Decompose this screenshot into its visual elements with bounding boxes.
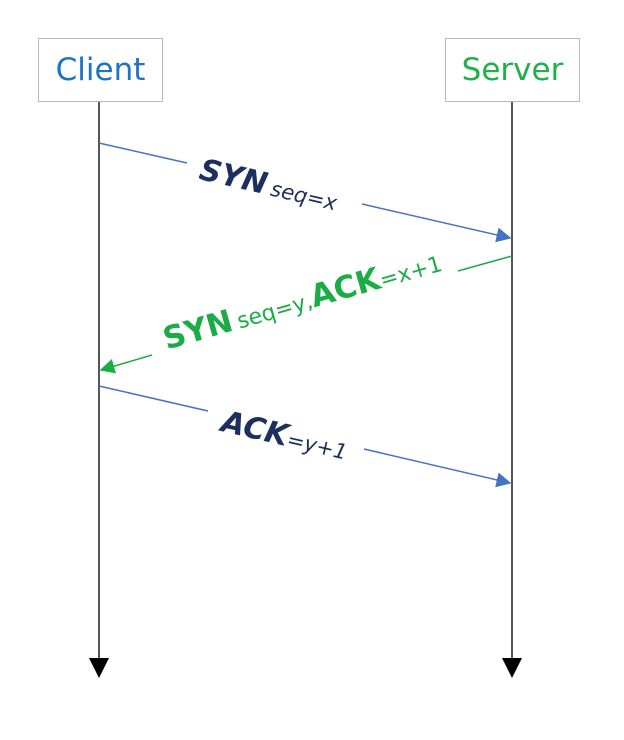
ack-arrow-segment-1 <box>98 385 209 412</box>
syn-arrow-segment-1 <box>98 142 188 164</box>
client-label: Client <box>55 52 146 88</box>
server-label: Server <box>461 52 564 88</box>
server-participant-box: Server <box>445 38 580 102</box>
synack-arrow-segment-2 <box>99 354 153 374</box>
synack-arrow-segment-1 <box>457 255 513 272</box>
client-participant-box: Client <box>38 38 163 102</box>
ack-arrow-segment-2 <box>363 448 512 488</box>
syn-arrow-segment-2 <box>361 203 512 243</box>
